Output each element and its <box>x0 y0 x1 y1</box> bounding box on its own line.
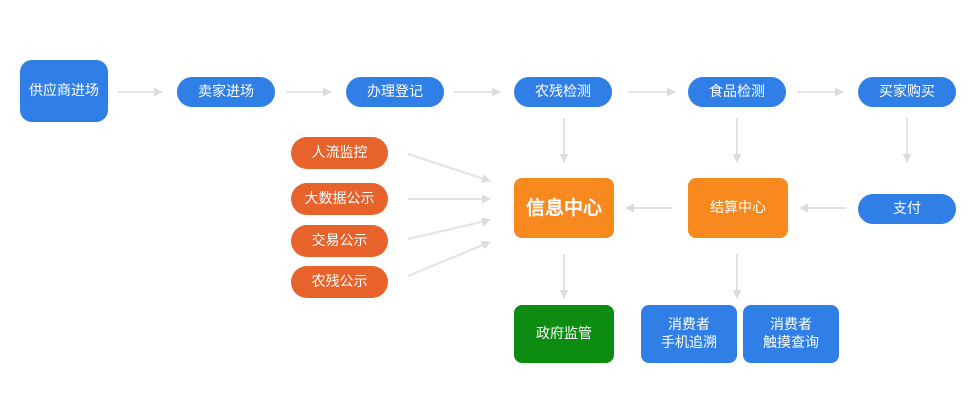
node-bigdata: 大数据公示 <box>291 183 388 215</box>
node-supplier: 供应商进场 <box>20 60 108 122</box>
node-pesticide: 农残检测 <box>514 77 612 107</box>
node-buyer: 买家购买 <box>858 77 956 107</box>
node-pesticide-pub: 农残公示 <box>291 266 388 298</box>
node-seller: 卖家进场 <box>177 77 275 107</box>
node-consumer-touch: 消费者 触摸查询 <box>743 305 839 363</box>
node-register: 办理登记 <box>346 77 444 107</box>
node-trade: 交易公示 <box>291 225 388 257</box>
arrow-trade-info <box>407 217 491 240</box>
node-info-center: 信息中心 <box>514 178 614 238</box>
node-consumer-phone: 消费者 手机追溯 <box>641 305 737 363</box>
arrow-crowd-info <box>407 153 491 183</box>
node-settle-center: 结算中心 <box>688 178 788 238</box>
node-gov: 政府监管 <box>514 305 614 363</box>
node-pay: 支付 <box>858 194 956 224</box>
node-food: 食品检测 <box>688 77 786 107</box>
arrow-pesticidepub-info <box>407 240 491 277</box>
node-crowd: 人流监控 <box>291 137 388 169</box>
